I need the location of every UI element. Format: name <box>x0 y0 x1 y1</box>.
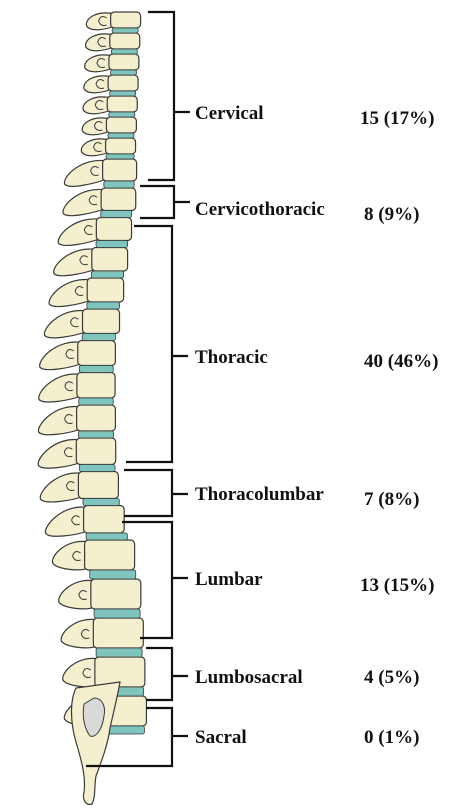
bracket-cervicothoracic <box>140 186 190 218</box>
intervertebral-disc <box>79 366 113 373</box>
vertebra-body <box>103 159 137 181</box>
bracket-cervical <box>148 12 190 180</box>
label-cervicothoracic: Cervicothoracic <box>195 199 325 220</box>
vertebra-process <box>38 406 80 434</box>
vertebra-process <box>45 507 87 536</box>
vertebra-body <box>96 218 131 241</box>
vertebra-body <box>107 96 137 112</box>
label-thoracolumbar: Thoracolumbar <box>195 484 324 505</box>
vertebra-process <box>59 580 95 608</box>
count-cervical: 15 (17%) <box>360 108 434 129</box>
count-cervicothoracic: 8 (9%) <box>364 204 419 225</box>
intervertebral-disc <box>90 570 136 579</box>
intervertebral-disc <box>104 181 134 188</box>
vertebra-body <box>92 248 128 272</box>
label-thoracic: Thoracic <box>195 347 268 368</box>
intervertebral-disc <box>110 91 136 96</box>
vertebra-process <box>39 374 81 402</box>
vertebra-body <box>91 579 141 609</box>
intervertebral-disc <box>82 334 115 341</box>
region-labels: Cervical 15 (17%) Cervicothoracic 8 (9%)… <box>195 103 438 748</box>
vertebra-process <box>38 440 80 469</box>
bracket-thoracic <box>126 226 188 462</box>
vertebra-body <box>85 540 135 570</box>
label-cervical: Cervical <box>195 103 264 124</box>
label-lumbar: Lumbar <box>195 569 263 590</box>
intervertebral-disc <box>106 154 134 159</box>
intervertebral-disc <box>101 211 132 218</box>
intervertebral-disc <box>96 241 128 248</box>
count-lumbar: 13 (15%) <box>360 575 434 596</box>
count-sacral: 0 (1%) <box>364 727 419 748</box>
intervertebral-disc <box>79 398 114 405</box>
vertebra-process <box>63 658 99 686</box>
vertebra-process <box>49 279 91 306</box>
vertebra-body <box>83 309 120 334</box>
spinal-column-illustration <box>38 12 146 804</box>
intervertebral-disc <box>83 499 119 506</box>
vertebra-body <box>110 33 140 49</box>
vertebra-body <box>93 618 143 648</box>
vertebra-body <box>109 54 139 70</box>
intervertebral-disc <box>94 609 140 618</box>
label-sacral: Sacral <box>195 727 247 748</box>
count-lumbosacral: 4 (5%) <box>364 667 419 688</box>
intervertebral-disc <box>111 49 137 54</box>
bracket-thoracolumbar <box>124 470 188 516</box>
intervertebral-disc <box>111 70 137 75</box>
vertebra-body <box>78 472 118 499</box>
vertebra-process <box>61 619 97 647</box>
count-thoracic: 40 (46%) <box>364 351 438 372</box>
vertebra-process <box>64 160 106 186</box>
vertebra-body <box>106 138 136 154</box>
bracket-lumbosacral <box>146 648 188 700</box>
vertebra-body <box>106 117 136 133</box>
vertebra-process <box>63 189 105 215</box>
intervertebral-disc <box>109 112 135 117</box>
vertebra-process <box>44 310 86 337</box>
vertebra-body <box>78 341 116 366</box>
sacrum-coccyx <box>72 682 121 804</box>
intervertebral-disc <box>112 28 138 33</box>
vertebra-body <box>111 12 141 28</box>
vertebra-body <box>77 373 115 399</box>
vertebra-process <box>54 249 96 276</box>
vertebra-process <box>58 219 100 245</box>
vertebra-body <box>84 506 125 534</box>
intervertebral-disc <box>96 648 142 657</box>
intervertebral-disc <box>87 302 120 309</box>
label-lumbosacral: Lumbosacral <box>195 667 303 688</box>
intervertebral-disc <box>108 133 134 138</box>
vertebra-body <box>87 278 123 302</box>
count-thoracolumbar: 7 (8%) <box>364 489 419 510</box>
intervertebral-disc <box>86 533 127 540</box>
vertebra-process <box>40 342 82 370</box>
intervertebral-disc <box>78 431 113 438</box>
intervertebral-disc <box>79 465 115 472</box>
vertebra-process <box>40 473 82 502</box>
intervertebral-disc <box>92 271 124 278</box>
vertebra-body <box>76 438 115 465</box>
vertebra-body <box>108 75 138 91</box>
vertebra-body <box>77 405 116 431</box>
vertebra-process <box>52 541 88 569</box>
vertebra-body <box>101 188 136 211</box>
